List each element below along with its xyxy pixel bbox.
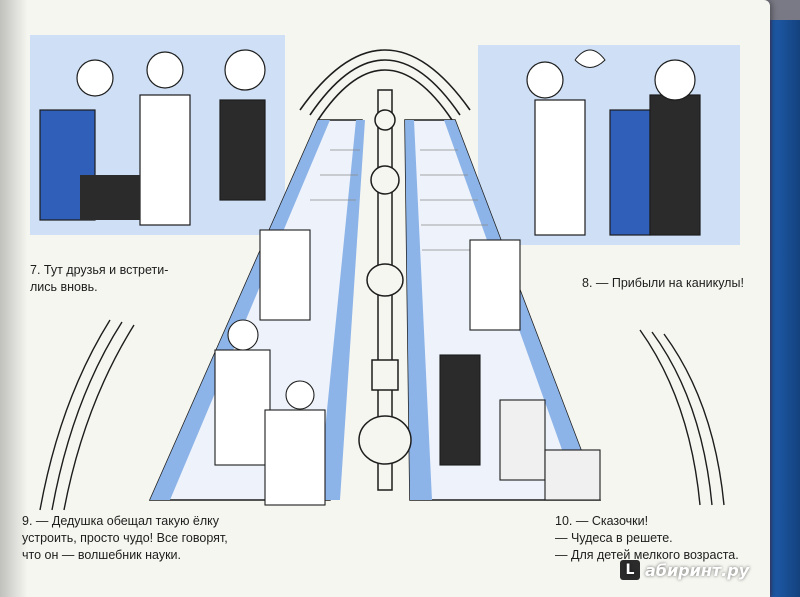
- children-group-illustration: [39, 49, 266, 226]
- girl-white-coat: [534, 99, 586, 236]
- boy-blue-uniform-2: [609, 109, 651, 236]
- girl-head-3: [526, 61, 564, 99]
- arrival-group-illustration: [526, 49, 701, 236]
- caption-9-line-2: устроить, просто чудо! Все говорят,: [22, 531, 228, 545]
- caption-7-line-2: лись вновь.: [30, 280, 98, 294]
- boy-grey-jacket: [499, 399, 546, 481]
- escalator-illustration: [30, 35, 740, 511]
- caption-7: 7. Тут друзья и встрети- лись вновь.: [30, 262, 240, 296]
- girl-head-4: [285, 380, 315, 410]
- station-arch: [299, 49, 471, 121]
- labirint-watermark: L абиринт.ру: [620, 560, 749, 580]
- man-head: [227, 319, 259, 351]
- caption-9: 9. — Дедушка обещал такую ёлку устроить,…: [22, 513, 332, 564]
- boy-head: [76, 59, 114, 97]
- labirint-logo-icon: L: [620, 560, 640, 580]
- flowers-icon: [574, 49, 606, 68]
- escalator-riders: [214, 229, 601, 506]
- handrail-left-inner: [318, 120, 365, 500]
- caption-9-line-1: 9. — Дедушка обещал такую ёлку: [22, 514, 220, 528]
- tunnel-ribs: [39, 319, 725, 511]
- woman-checkered: [469, 239, 521, 331]
- caption-9-line-3: что он — волшебник науки.: [22, 548, 182, 562]
- girl-dress: [139, 94, 191, 226]
- man-with-hat: [544, 449, 601, 501]
- suitcase: [80, 175, 140, 220]
- watermark-text: абиринт.ру: [645, 560, 750, 580]
- caption-10: 10. — Сказочки! — Чудеса в решете. — Для…: [555, 513, 770, 564]
- lamp-post-icon: [358, 89, 412, 491]
- backdrop-right: [478, 45, 740, 245]
- caption-8-line-1: 8. — Прибыли на каникулы!: [582, 276, 744, 290]
- boy-head-2: [224, 49, 266, 91]
- handrail-left-outer: [150, 120, 330, 500]
- handrail-right-outer: [444, 120, 600, 500]
- man-in-coat: [214, 349, 271, 466]
- caption-10-line-3: — Для детей мелкого возраста.: [555, 548, 739, 562]
- boy-black-uniform: [219, 99, 266, 201]
- boy-head-4: [654, 59, 696, 101]
- newspaper-reader: [259, 229, 311, 321]
- caption-10-line-2: — Чудеса в решете.: [555, 531, 673, 545]
- caption-7-line-1: 7. Тут друзья и встрети-: [30, 263, 169, 277]
- caption-8: 8. — Прибыли на каникулы!: [582, 275, 770, 292]
- girl-with-bag: [264, 409, 326, 506]
- book-page: 7. Тут друзья и встрети- лись вновь. 8. …: [0, 0, 770, 597]
- escalator-steps: [310, 149, 498, 251]
- boy-black-uniform-2: [649, 94, 701, 236]
- gutter-shadow: [0, 0, 28, 597]
- girl-head: [146, 51, 184, 89]
- handrail-right-inner: [405, 120, 432, 500]
- caption-10-line-1: 10. — Сказочки!: [555, 514, 649, 528]
- child-dark-coat: [439, 354, 481, 466]
